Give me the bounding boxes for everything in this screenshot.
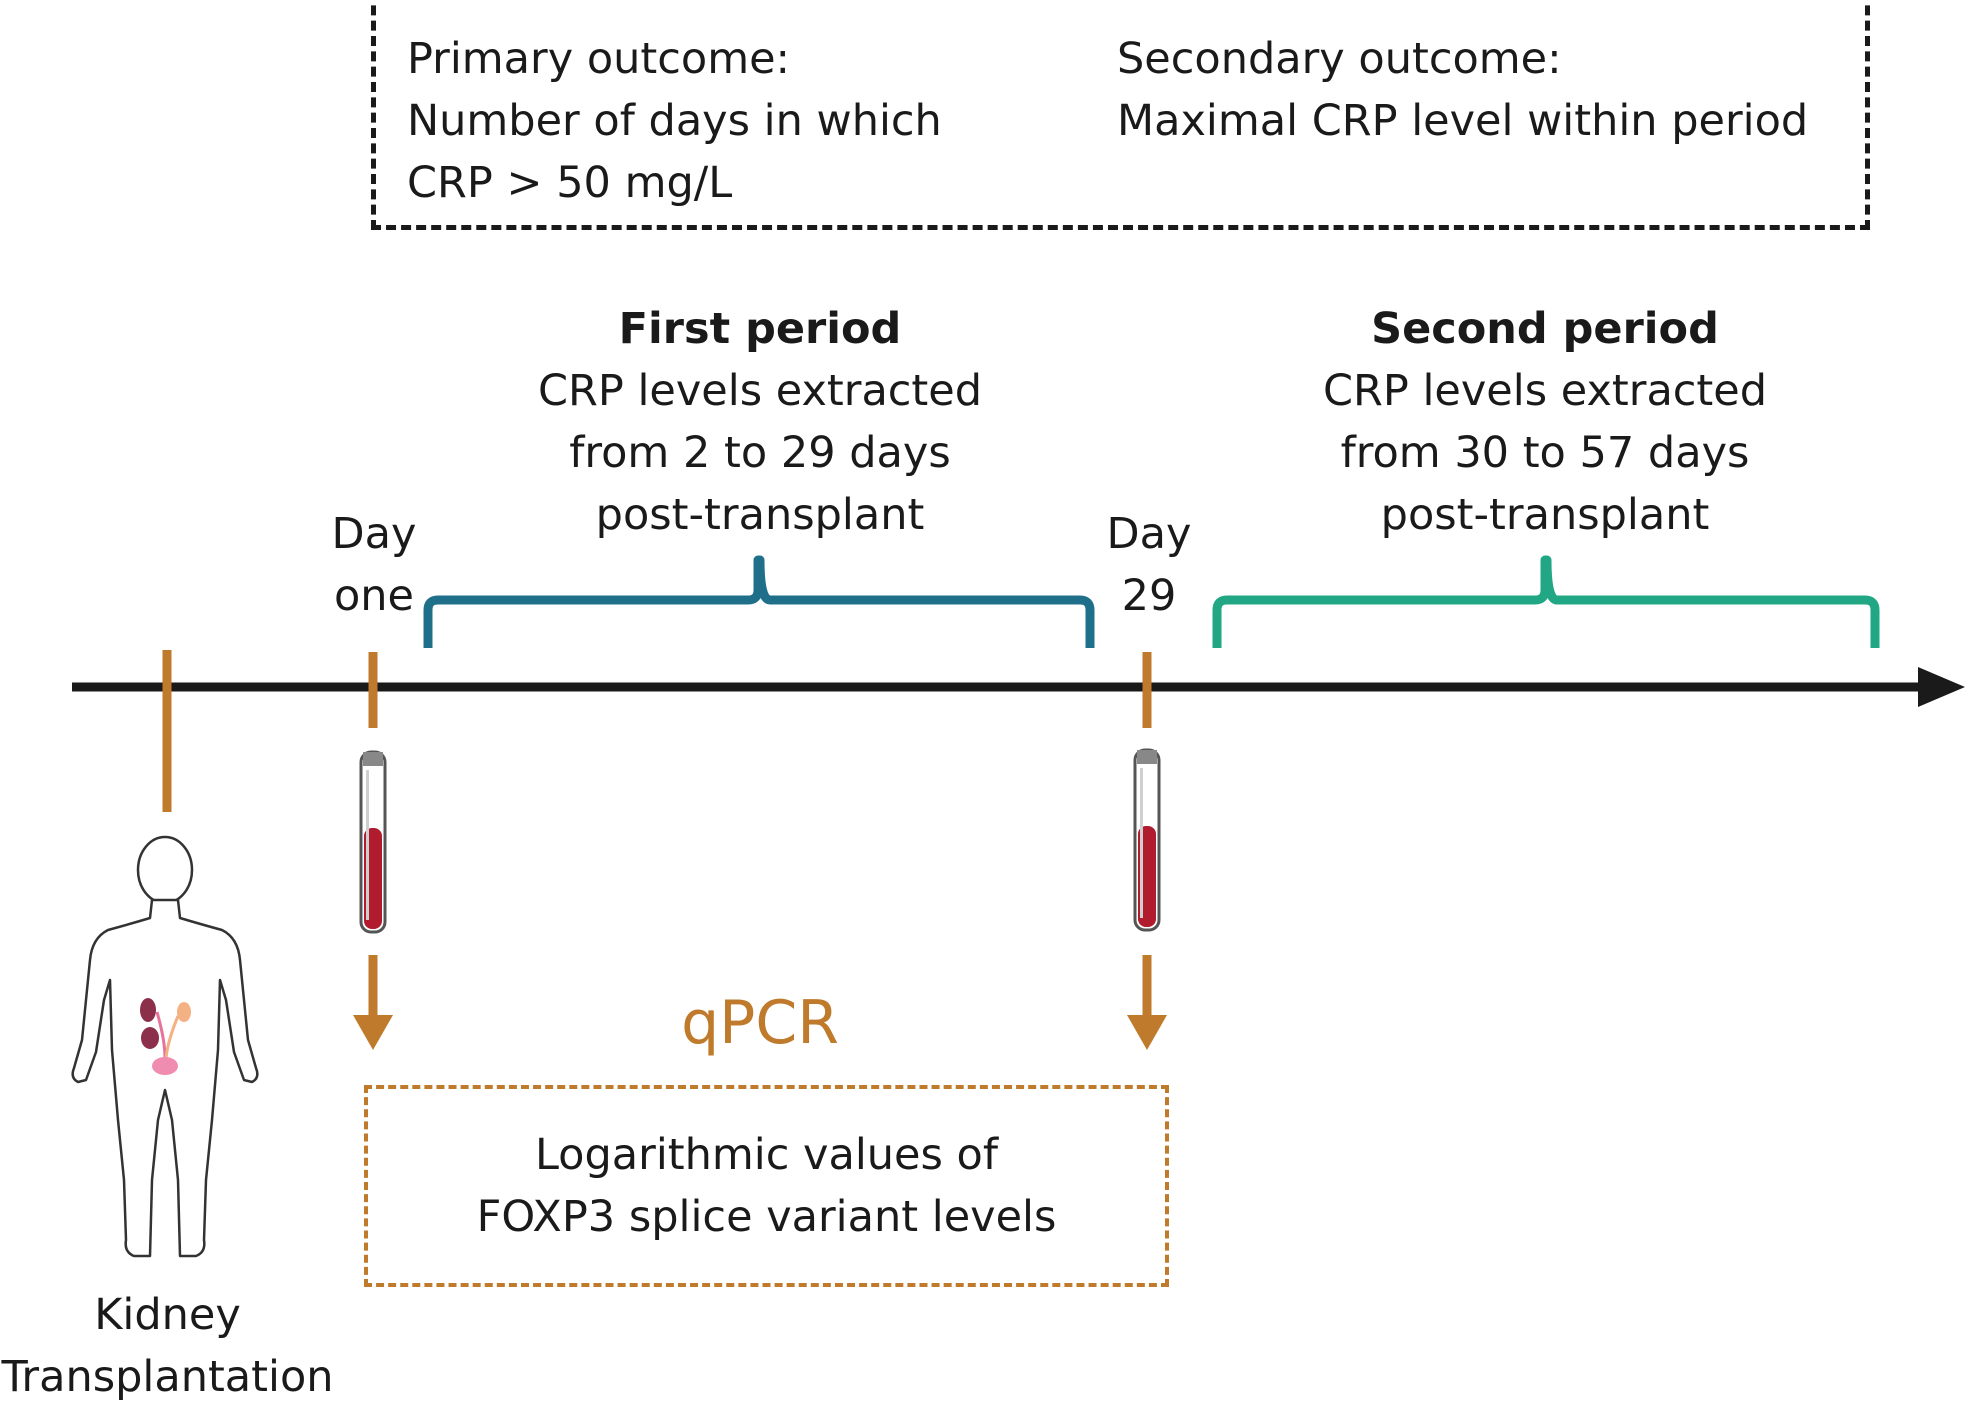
arrow-down-icon xyxy=(1127,955,1167,1050)
first-period-line-3: post-transplant xyxy=(595,490,925,540)
blood-tube-icon xyxy=(359,750,387,934)
day-29-label-line-1: Day xyxy=(1106,509,1192,559)
secondary-outcome-title: Secondary outcome: xyxy=(1117,34,1562,84)
first-period-title: First period xyxy=(618,304,902,354)
result-line-1: Logarithmic values of xyxy=(534,1130,998,1180)
transplant-label-line-1: Kidney xyxy=(94,1290,241,1340)
day-one-label-line-1: Day xyxy=(331,509,417,559)
first-period-brace xyxy=(423,555,1095,648)
primary-outcome-line-2: CRP > 50 mg/L xyxy=(407,158,733,208)
first-period-line-1: CRP levels extracted xyxy=(537,366,983,416)
human-body-icon xyxy=(71,835,259,1258)
result-line-2: FOXP3 splice variant levels xyxy=(476,1192,1057,1242)
kidney-icon xyxy=(140,998,191,1075)
secondary-outcome-line-1: Maximal CRP level within period xyxy=(1117,96,1809,146)
result-text: Logarithmic values of FOXP3 splice varia… xyxy=(364,1124,1169,1248)
first-period-text: First period CRP levels extracted from 2… xyxy=(505,298,1015,546)
primary-outcome: Primary outcome: Number of days in which… xyxy=(407,28,942,214)
transplant-label: Kidney Transplantation xyxy=(0,1284,335,1408)
day-one-label: Day one xyxy=(300,503,448,627)
day-29-label-line-2: 29 xyxy=(1121,571,1177,621)
second-period-line-2: from 30 to 57 days xyxy=(1340,428,1750,478)
blood-tube-icon xyxy=(1133,748,1161,932)
second-period-line-3: post-transplant xyxy=(1380,490,1710,540)
result-box xyxy=(364,1085,1169,1287)
arrow-down-icon xyxy=(353,955,393,1050)
primary-outcome-line-1: Number of days in which xyxy=(407,96,942,146)
transplant-label-line-2: Transplantation xyxy=(1,1352,334,1402)
second-period-brace xyxy=(1212,555,1880,648)
second-period-text: Second period CRP levels extracted from … xyxy=(1285,298,1805,546)
outcome-box xyxy=(371,0,1870,230)
qpcr-label: qPCR xyxy=(681,988,839,1058)
day-29-label: Day 29 xyxy=(1075,503,1223,627)
second-period-line-1: CRP levels extracted xyxy=(1322,366,1768,416)
second-period-title: Second period xyxy=(1371,304,1719,354)
primary-outcome-title: Primary outcome: xyxy=(407,34,791,84)
secondary-outcome: Secondary outcome: Maximal CRP level wit… xyxy=(1117,28,1808,152)
first-period-line-2: from 2 to 29 days xyxy=(569,428,951,478)
day-one-label-line-2: one xyxy=(333,571,415,621)
timeline-arrowhead xyxy=(1918,667,1965,707)
